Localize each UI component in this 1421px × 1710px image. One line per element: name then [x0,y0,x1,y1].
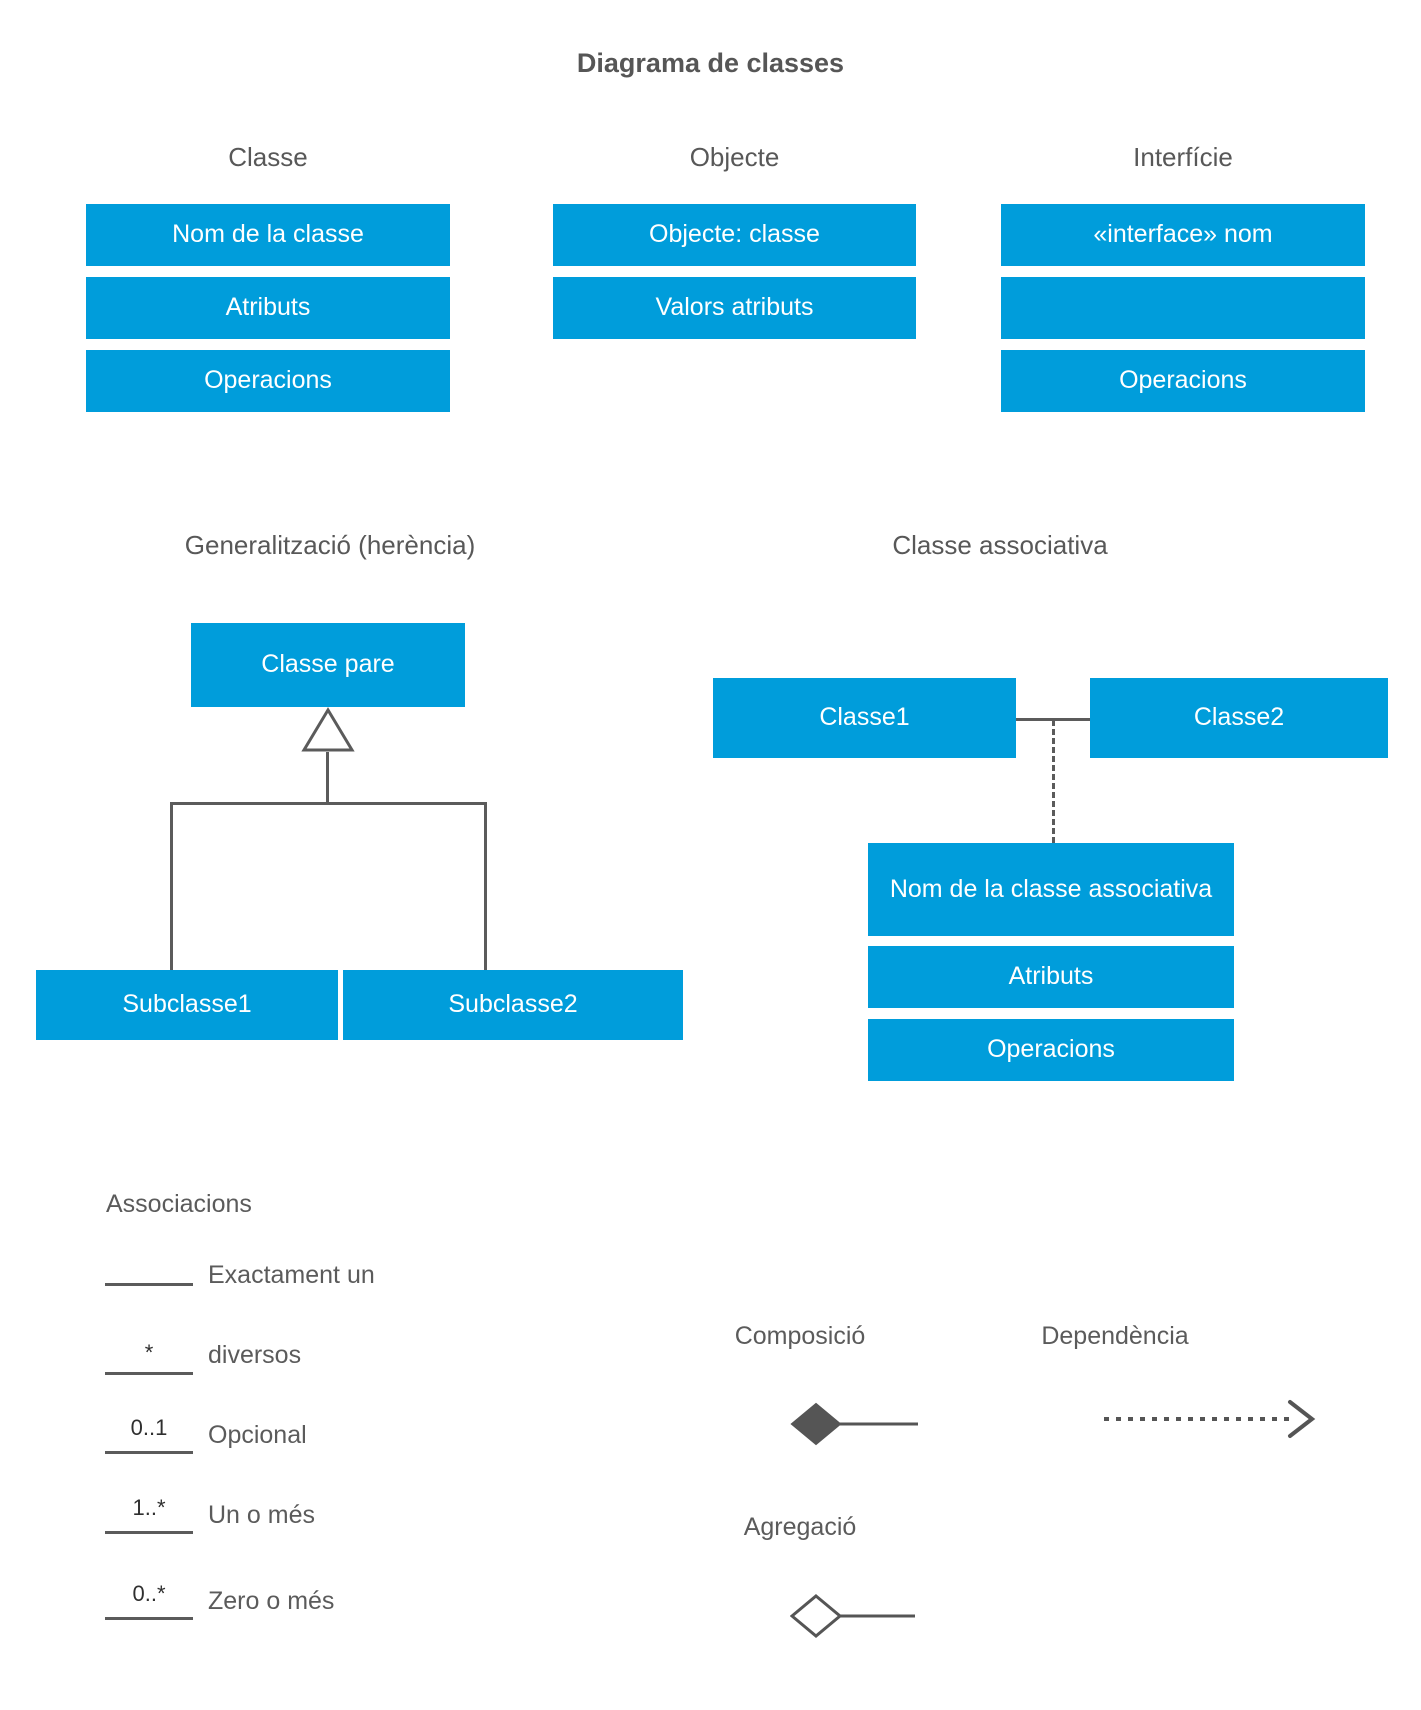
classe-box-name: Nom de la classe [86,204,450,266]
generalization-parent-box: Classe pare [191,623,465,707]
legend-multiplicity-zero-or-more: 0..* [132,1581,166,1606]
association-class-dashed-link [1052,720,1055,843]
generalization-stem [326,752,329,804]
generalization-child-box-1: Subclasse1 [36,970,338,1040]
dependency-dotted-arrow-icon [1104,1400,1316,1438]
symbol-label-dependencia: Dependència [1041,1322,1189,1350]
association-link-line [1016,718,1090,721]
legend-label-optional: Opcional [208,1421,307,1449]
legend-label-one-or-more: Un o més [208,1501,315,1529]
interficie-box-operations: Operacions [1001,350,1365,412]
objecte-box-values: Valors atributs [553,277,916,339]
inheritance-triangle-icon [301,707,355,752]
classe-box-operations: Operacions [86,350,450,412]
objecte-box-name: Objecte: classe [553,204,916,266]
legend-multiplicity-many: * [144,1340,154,1365]
legend-multiplicity-one-or-more: 1..* [132,1495,166,1520]
section-label-classe-associativa: Classe associativa [892,530,1108,560]
generalization-drop-left [170,802,173,972]
aggregation-hollow-diamond-icon [790,1594,915,1638]
section-label-interficie: Interfície [1133,142,1233,172]
generalization-child-box-2: Subclasse2 [343,970,683,1040]
legend-label-exactly-one: Exactament un [208,1261,375,1289]
legend-line-exactly-one [105,1283,193,1286]
association-class2-box: Classe2 [1090,678,1388,758]
legend-line-zero-or-more [105,1617,193,1620]
interficie-box-name: «interface» nom [1001,204,1365,266]
interficie-box-attributes [1001,277,1365,339]
composition-filled-diamond-icon [790,1402,918,1446]
legend-line-optional [105,1451,193,1454]
legend-multiplicity-optional: 0..1 [130,1415,168,1440]
legend-label-many: diversos [208,1341,302,1369]
section-label-generalitzacio: Generalització (herència) [184,530,476,560]
classe-box-attributes: Atributs [86,277,450,339]
association-class-name-box: Nom de la classe associativa [868,843,1234,936]
symbol-label-composicio: Composició [734,1322,866,1350]
association-class-attributes-box: Atributs [868,946,1234,1008]
generalization-bus [170,802,487,805]
legend-label-zero-or-more: Zero o més [208,1587,335,1615]
legend-heading-associacions: Associacions [106,1190,252,1218]
symbol-label-agregacio: Agregació [743,1513,857,1541]
section-label-classe: Classe [228,142,308,172]
generalization-drop-right [484,802,487,972]
page-title: Diagrama de classes [576,48,845,78]
legend-line-one-or-more [105,1531,193,1534]
legend-line-many [105,1372,193,1375]
association-class-operations-box: Operacions [868,1019,1234,1081]
association-class1-box: Classe1 [713,678,1016,758]
section-label-objecte: Objecte [689,142,780,172]
